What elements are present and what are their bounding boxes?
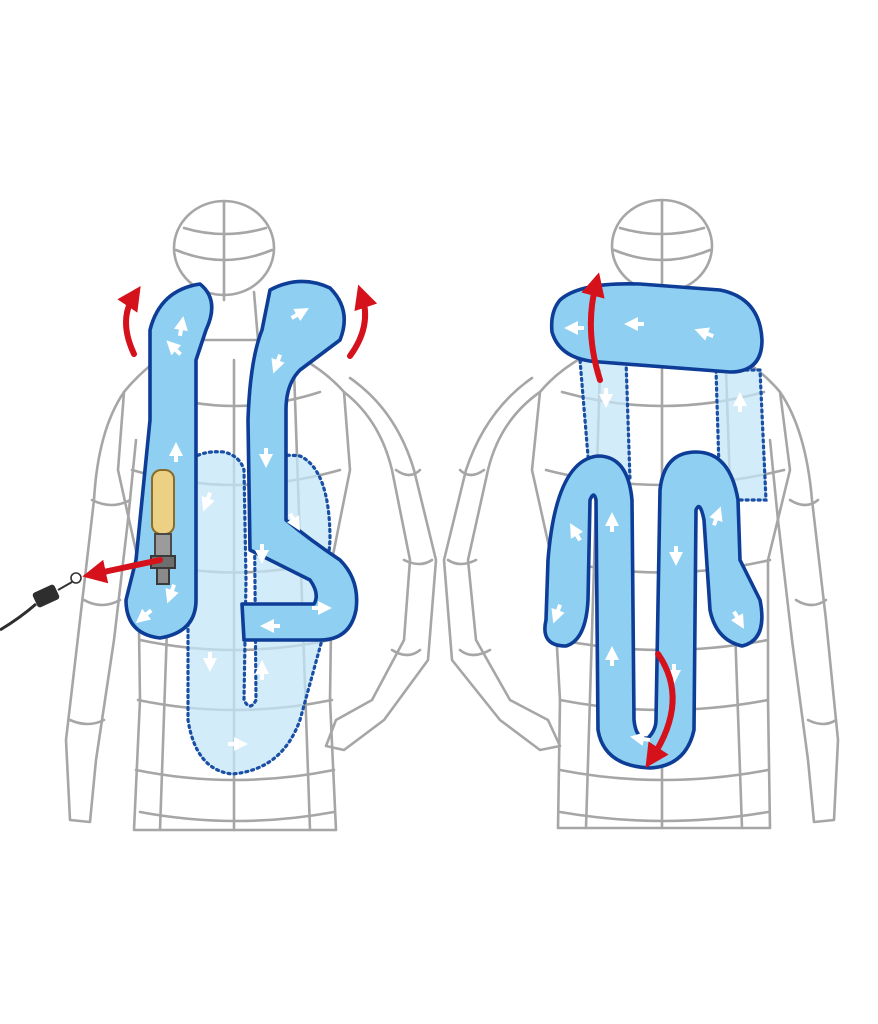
trigger-pull-arrow [82, 557, 163, 584]
back-view-figure [442, 198, 840, 830]
front-view-figure [0, 199, 438, 832]
front-left-chamber [124, 282, 214, 640]
back-serpentine-chamber [543, 450, 764, 770]
front-left-inflation-arrow [117, 286, 141, 357]
back-bottom-inflation-arrow [645, 651, 676, 769]
gas-cartridge-icon [150, 469, 176, 585]
back-collar-chamber [549, 282, 764, 374]
back-top-inflation-arrow [581, 272, 605, 383]
back-flow-arrows [551, 317, 747, 746]
front-flow-arrows [135, 308, 332, 751]
lanyard-plug-icon [0, 572, 82, 632]
front-right-inflation-arrow [347, 284, 378, 359]
front-right-chamber [240, 279, 359, 642]
